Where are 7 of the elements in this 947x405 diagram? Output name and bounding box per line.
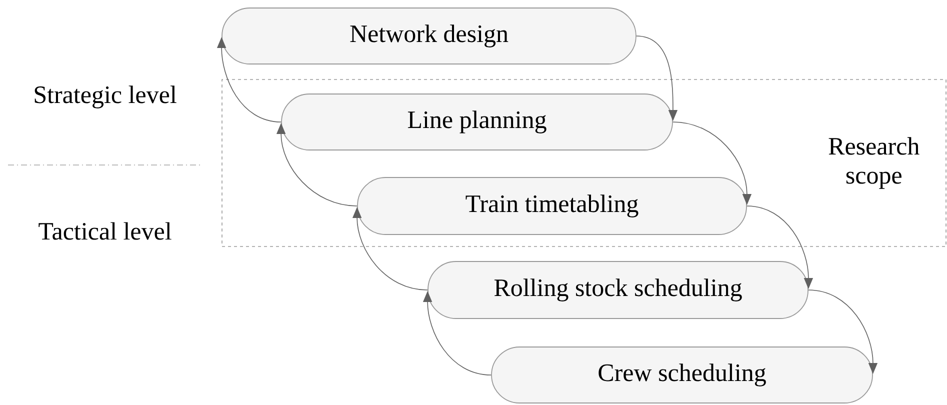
process-box: Network design bbox=[222, 8, 636, 64]
process-box: Crew scheduling bbox=[491, 346, 873, 404]
level-label: Tactical level bbox=[38, 222, 172, 240]
process-box: Rolling stock scheduling bbox=[428, 261, 808, 319]
process-box: Train timetabling bbox=[357, 177, 747, 235]
process-box: Line planning bbox=[281, 94, 673, 150]
level-label: Strategic level bbox=[34, 86, 176, 108]
